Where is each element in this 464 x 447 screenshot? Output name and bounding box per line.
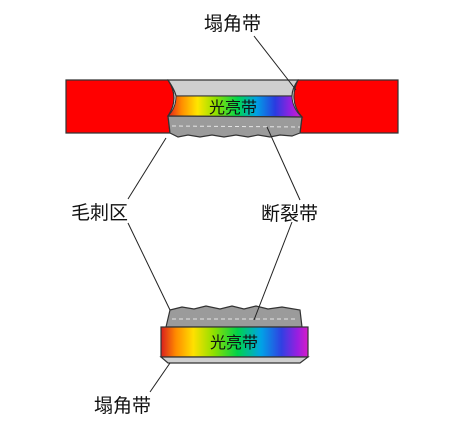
burr-zone-label: 毛刺区: [71, 202, 128, 224]
top-left-sheet: [65, 79, 175, 134]
top-burnish-label: 光亮带: [209, 98, 257, 117]
rollover-bottom-label: 塌角带: [94, 395, 151, 417]
leader-rollover-bottom: [149, 362, 171, 393]
bottom-rollover-band: [159, 356, 310, 364]
leader-fracture-lower: [253, 221, 293, 321]
bottom-fracture-band: [165, 305, 303, 328]
leader-rollover-top: [253, 35, 297, 91]
leader-fracture-upper: [266, 126, 301, 201]
bottom-burnish-band: [160, 326, 309, 358]
top-rollover-band: [166, 79, 300, 97]
top-fracture-texture: [171, 125, 301, 128]
fracture-zone-label: 断裂带: [261, 203, 318, 225]
bottom-slug: 光亮带: [159, 305, 310, 364]
top-sheet: 光亮带: [65, 79, 399, 138]
leader-burr-lower: [127, 222, 171, 311]
top-right-sheet: [293, 79, 399, 134]
callout-labels: 塌角带 毛刺区 断裂带 塌角带: [71, 13, 318, 417]
rollover-top-label: 塌角带: [204, 13, 261, 35]
leader-lines: [127, 35, 301, 393]
leader-burr-upper: [127, 137, 167, 200]
bottom-burnish-label: 光亮带: [210, 333, 258, 352]
